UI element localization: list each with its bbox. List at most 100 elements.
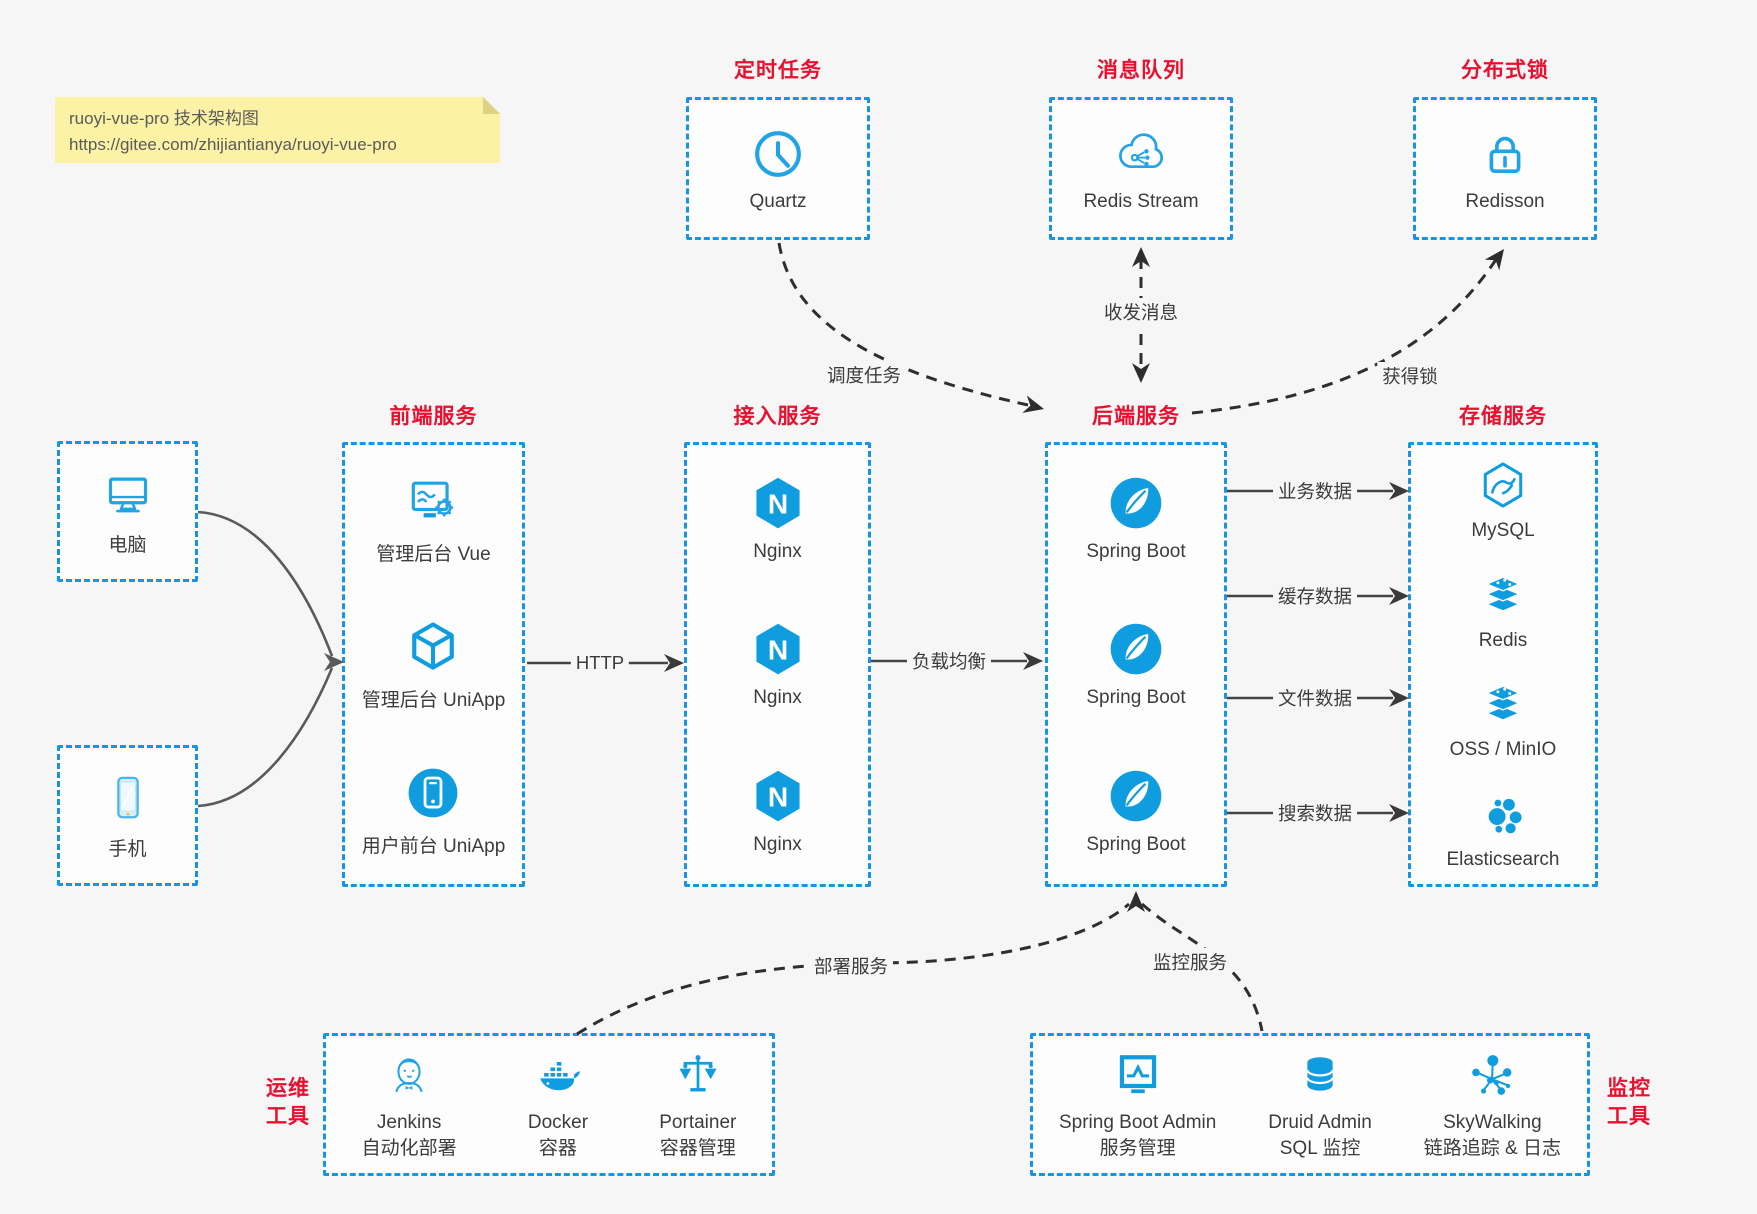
item-label: 电脑 (108, 535, 147, 556)
edge-phone-to-frontend (197, 667, 334, 808)
edge-label-monitor: 监控服务 (1147, 948, 1233, 976)
elasticsearch-icon (1488, 798, 1522, 834)
cloud-stream-icon (1119, 132, 1163, 168)
item-label: Nginx (753, 687, 802, 709)
svg-text:N: N (767, 781, 787, 812)
item-label: MySQL (1471, 519, 1535, 541)
user-app-icon (409, 768, 458, 818)
box-scheduled-task: Quartz (686, 97, 870, 240)
item-admin-vue: 管理后台 Vue (376, 471, 491, 566)
item-label: Spring Boot (1086, 833, 1186, 855)
note-url: https://gitee.com/zhijiantianya/ruoyi-vu… (69, 134, 397, 154)
mysql-icon (1483, 462, 1523, 508)
item-label: Redis (1478, 629, 1528, 651)
item-label: Nginx (753, 833, 802, 855)
group-title-monitoring: 监控 工具 (1607, 1077, 1651, 1129)
arrowhead-file-data (1389, 689, 1409, 707)
item-label: Redis Stream (1083, 190, 1199, 212)
item-spring-boot-1: Spring Boot (1086, 473, 1186, 563)
spring-boot-icon (1110, 477, 1162, 529)
box-frontend: 管理后台 Vue 管理后台 UniApp 用户前台 UniApp (342, 442, 525, 887)
group-title-storage: 存储服务 (1459, 405, 1547, 428)
redis-icon (1485, 576, 1521, 612)
group-title-gateway: 接入服务 (733, 405, 822, 428)
svg-text:N: N (767, 635, 787, 666)
item-label: Elasticsearch (1446, 849, 1560, 871)
edge-label-http: HTTP (570, 651, 630, 675)
item-label: OSS / MinIO (1449, 739, 1557, 761)
lock-icon (1489, 136, 1521, 173)
svg-text:N: N (767, 488, 787, 519)
box-client-phone: 手机 (57, 745, 198, 886)
arrowhead-http (664, 654, 684, 672)
nginx-icon: N (755, 477, 800, 529)
edge-label-acquire-lock: 获得锁 (1377, 362, 1443, 390)
edge-label-biz-data: 业务数据 (1272, 477, 1358, 505)
nginx-icon: N (755, 624, 800, 675)
nginx-icon: N (755, 770, 800, 822)
item-nginx-2: N Nginx (748, 619, 808, 709)
edge-label-send-receive: 收发消息 (1098, 298, 1184, 326)
item-label: Spring Boot (1086, 541, 1186, 563)
item-label: 管理后台 UniApp (361, 689, 506, 711)
edge-acquire-lock (1191, 257, 1499, 415)
item-oss-minio: OSS / MinIO (1449, 677, 1557, 761)
item-user-uniapp: 用户前台 UniApp (361, 763, 506, 858)
item-nginx-3: N Nginx (748, 766, 808, 856)
portainer-icon (679, 1055, 717, 1092)
item-spring-boot-3: Spring Boot (1086, 766, 1186, 856)
edge-label-file-data: 文件数据 (1272, 684, 1358, 712)
item-admin-uniapp: 管理后台 UniApp (361, 617, 506, 712)
arrowhead-search-data (1389, 804, 1409, 822)
group-title-mq: 消息队列 (1097, 59, 1185, 82)
skywalking-icon (1472, 1055, 1512, 1096)
item-label: 手机 (108, 839, 147, 860)
arrowhead-send-receive-up (1132, 247, 1150, 267)
item-label: 用户前台 UniApp (361, 836, 506, 858)
item-nginx-1: N Nginx (748, 473, 808, 563)
docker-icon (540, 1061, 580, 1091)
desktop-icon (108, 477, 147, 513)
arrowhead-schedule-task (1022, 395, 1044, 413)
group-title-scheduled: 定时任务 (734, 59, 822, 82)
box-distributed-lock: Redisson (1413, 97, 1597, 240)
item-mysql: MySQL (1471, 458, 1535, 542)
arrowhead-backend-up (1127, 891, 1145, 912)
group-title-frontend: 前端服务 (389, 405, 478, 428)
item-pc: 电脑 (100, 466, 156, 557)
uniapp-cube-icon (412, 622, 455, 670)
arrowhead-frontend (324, 653, 344, 671)
box-client-pc: 电脑 (57, 441, 198, 582)
box-gateway: N Nginx N Nginx N Nginx (684, 442, 871, 887)
group-title-dist-lock: 分布式锁 (1461, 59, 1549, 82)
note-title: ruoyi-vue-pro 技术架构图 (69, 109, 259, 128)
edge-label-cache-data: 缓存数据 (1272, 582, 1358, 610)
phone-icon (116, 776, 139, 819)
arrowhead-load-balance (1023, 652, 1043, 670)
item-spring-boot-2: Spring Boot (1086, 619, 1186, 709)
group-title-backend: 后端服务 (1092, 405, 1180, 428)
edge-label-deploy: 部署服务 (808, 952, 894, 980)
item-quartz: Quartz (749, 125, 807, 213)
item-phone: 手机 (100, 770, 156, 861)
item-label: 管理后台 Vue (376, 543, 491, 565)
druid-icon (1306, 1057, 1334, 1092)
item-redis-stream: Redis Stream (1083, 125, 1199, 213)
edge-pc-to-frontend (197, 510, 334, 657)
spring-boot-icon (1110, 624, 1162, 675)
edge-label-load-balance: 负载均衡 (906, 647, 992, 675)
item-label: Nginx (753, 541, 802, 563)
spring-boot-admin-icon (1119, 1055, 1156, 1094)
clock-icon (755, 130, 801, 177)
